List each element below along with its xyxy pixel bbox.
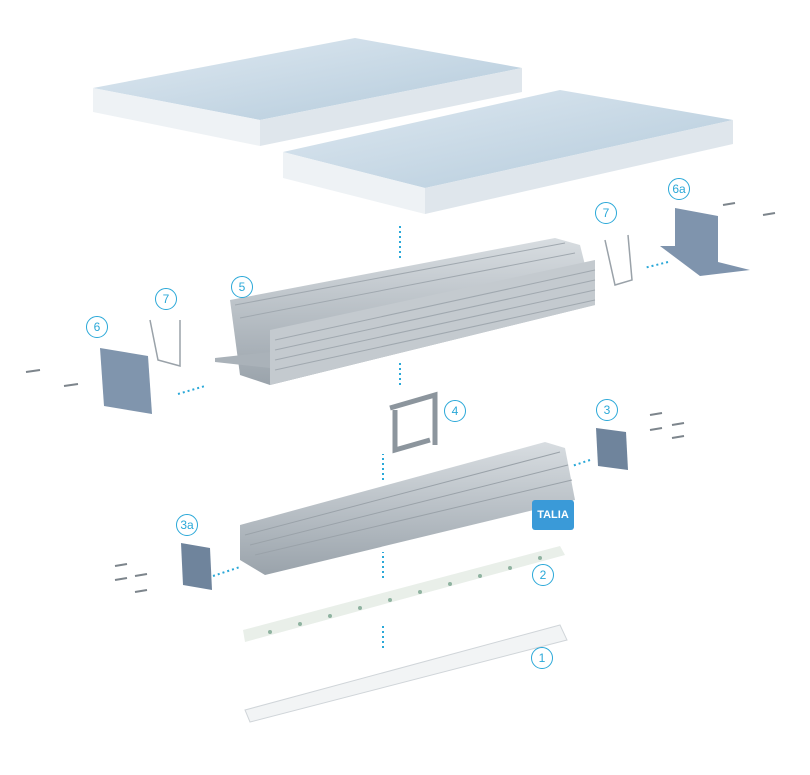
- end-cap-3a: [181, 543, 212, 590]
- screws: [25, 202, 776, 593]
- label-2: 2: [532, 564, 554, 586]
- label-3a: 3a: [176, 514, 198, 536]
- label-7-left: 7: [155, 288, 177, 310]
- label-5: 5: [231, 276, 253, 298]
- diffuser-panel-lower: [283, 90, 733, 214]
- talia-logo: TALIA: [532, 500, 574, 530]
- diffuser-panel-upper: [93, 38, 522, 146]
- profile-lower: [240, 442, 575, 575]
- label-7-right: 7: [595, 202, 617, 224]
- assembly-arrows: [177, 226, 669, 648]
- end-cap-6: [100, 348, 152, 414]
- profile-5: [215, 238, 596, 385]
- end-cap-3: [596, 428, 628, 470]
- label-1: 1: [531, 647, 553, 669]
- end-cap-6a: [660, 208, 750, 276]
- adhesive-strip-2: [243, 546, 565, 642]
- bracket-4: [389, 391, 438, 454]
- label-3: 3: [596, 399, 618, 421]
- label-6: 6: [86, 316, 108, 338]
- label-6a: 6a: [668, 178, 690, 200]
- label-4: 4: [444, 400, 466, 422]
- spring-clips-7: [149, 234, 633, 367]
- diffuser-1: [244, 624, 568, 723]
